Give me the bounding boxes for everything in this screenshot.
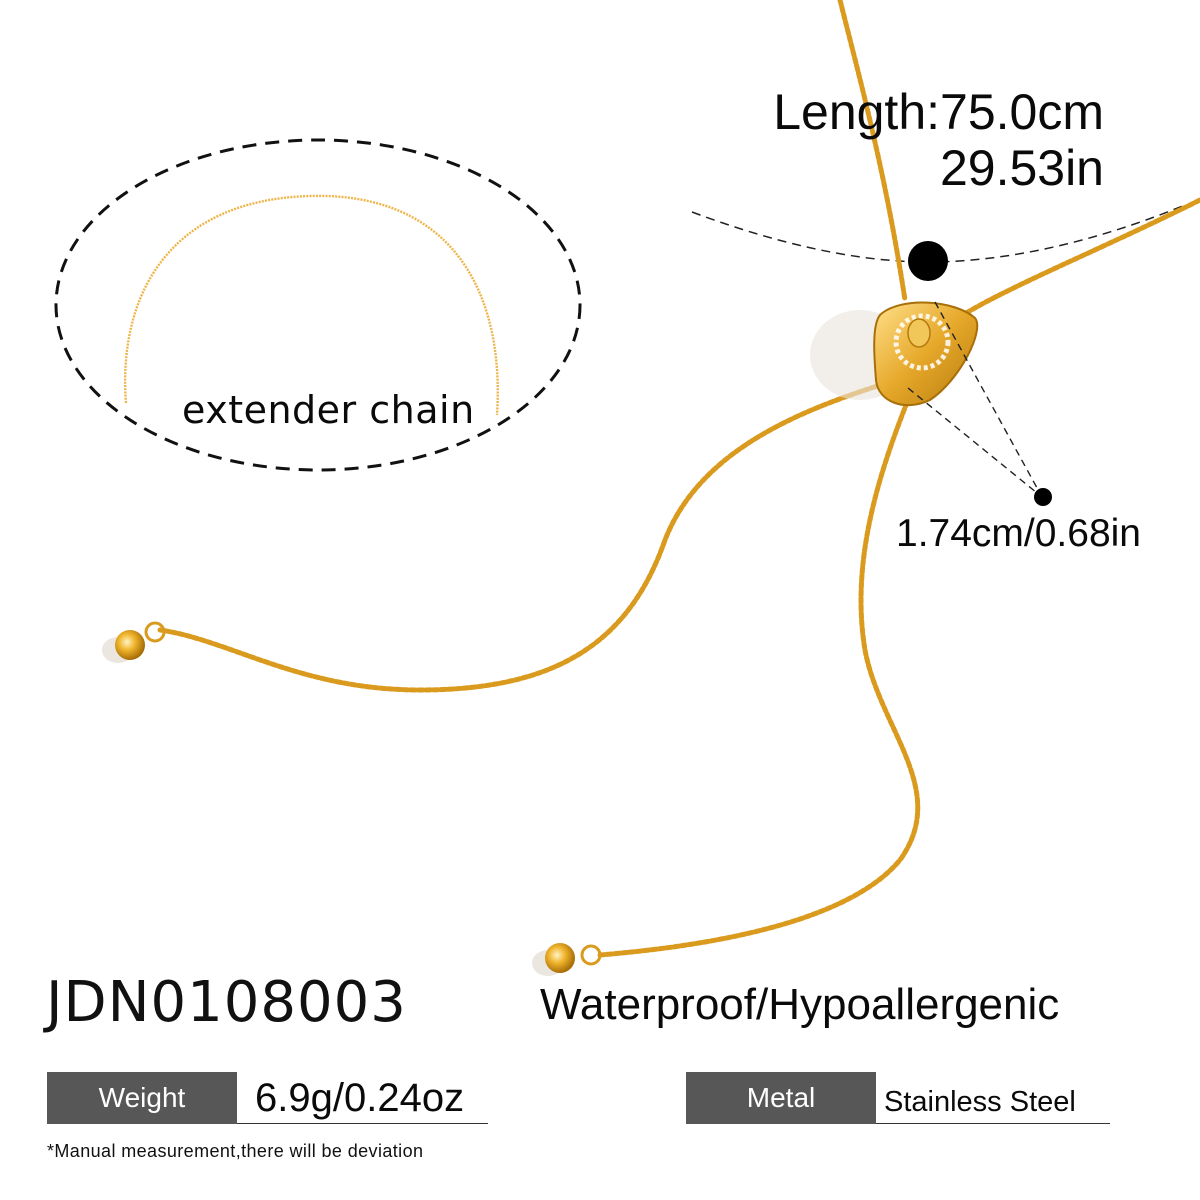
spec-weight-value: 6.9g/0.24oz [237,1072,488,1124]
length-cm: Length:75.0cm [773,84,1104,140]
pendant-size-label: 1.74cm/0.68in [896,512,1141,555]
length-in: 29.53in [939,140,1104,196]
spec-metal: Metal Stainless Steel [686,1072,1110,1124]
length-measurement: Length:75.0cm 29.53in [740,84,1104,196]
pendant-measure-lines [907,301,1043,498]
chain-end-bead-left [102,621,166,663]
product-sku: JDN0108003 [46,970,407,1035]
spec-metal-label: Metal [686,1072,876,1124]
spec-weight-label: Weight [47,1072,237,1124]
extender-chain [124,194,499,416]
chain-end-bead-bottom [532,943,602,976]
necklace-chain [157,0,1200,958]
extender-callout-ellipse [54,138,582,472]
extender-chain-label: extender chain [182,388,475,432]
product-features: Waterproof/Hypoallergenic [540,980,1060,1029]
spec-metal-value: Stainless Steel [876,1072,1110,1124]
length-marker-dot [908,241,948,281]
spec-weight: Weight 6.9g/0.24oz [47,1072,488,1124]
measurement-disclaimer: *Manual measurement,there will be deviat… [47,1141,424,1161]
pendant [810,301,979,407]
pendant-marker-dot [1034,488,1052,506]
